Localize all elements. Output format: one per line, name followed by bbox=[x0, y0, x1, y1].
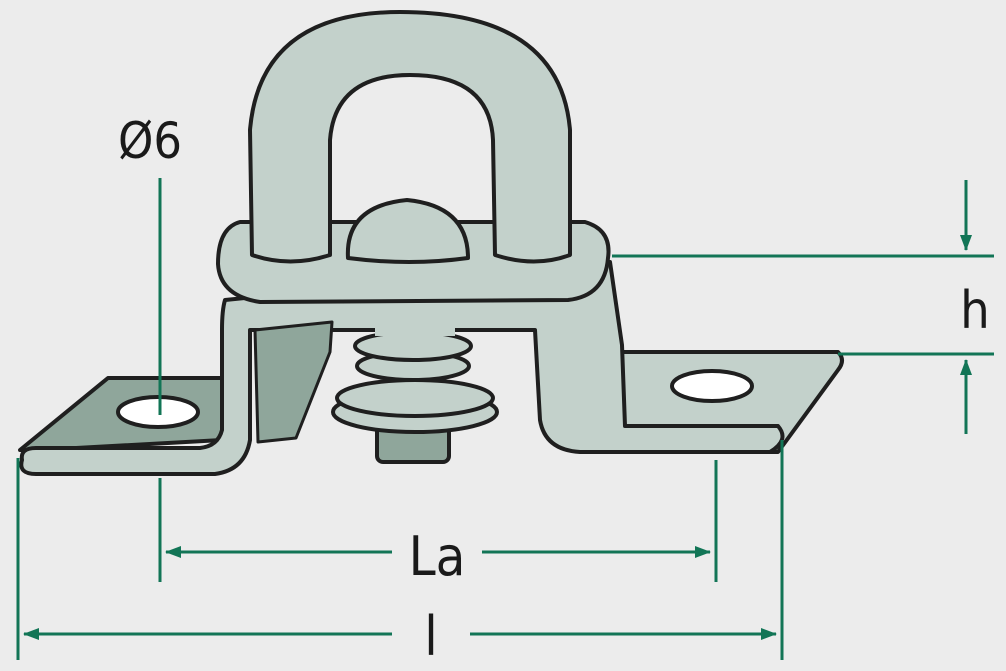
spring-screw bbox=[331, 322, 499, 464]
mounting-bracket bbox=[18, 10, 844, 476]
dome-nut bbox=[345, 198, 470, 264]
left-hole bbox=[116, 395, 200, 429]
dimension-lines bbox=[16, 178, 994, 660]
bent-strip bbox=[19, 260, 785, 476]
u-shackle bbox=[248, 10, 572, 264]
diameter-label: Ø6 bbox=[118, 112, 182, 170]
hole-spacing-label: La bbox=[409, 525, 466, 588]
left-riser-shadow bbox=[253, 320, 334, 444]
right-hole bbox=[670, 369, 754, 403]
height-label: h bbox=[960, 281, 990, 341]
length-label: l bbox=[424, 605, 438, 668]
